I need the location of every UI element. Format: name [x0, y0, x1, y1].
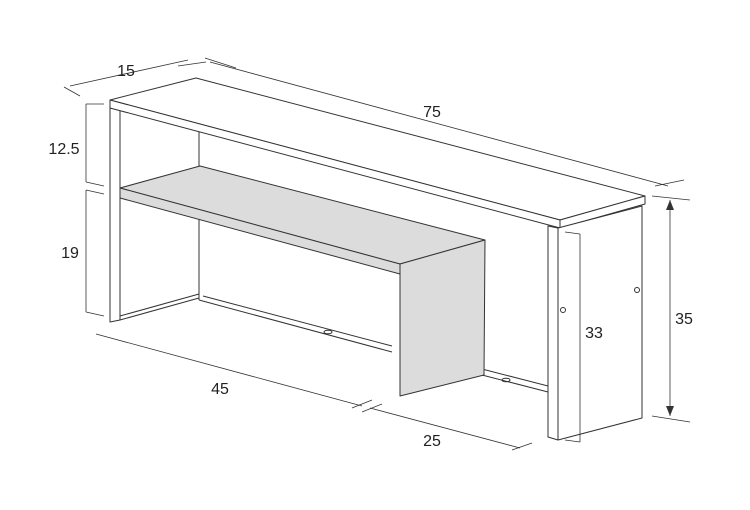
- arrow-up-icon: [666, 200, 674, 210]
- depth-label: 15: [117, 63, 135, 80]
- inner-height-label: 33: [585, 325, 603, 342]
- total-height-label: 35: [675, 311, 693, 328]
- width-label: 75: [423, 104, 441, 121]
- right-side-panel: [547, 205, 643, 441]
- shelf-length-label: 45: [211, 381, 229, 398]
- dimension-labels: 15 75 12.5 19 35 33 45 25: [48, 63, 693, 450]
- lower-gap-label: 19: [61, 245, 79, 262]
- dimension-lines: [63, 57, 691, 451]
- arrow-down-icon: [666, 406, 674, 416]
- left-side-panel: [109, 107, 200, 323]
- upper-gap-label: 12.5: [48, 141, 79, 158]
- shelf-depth-label: 25: [423, 433, 441, 450]
- middle-shelf: [119, 165, 486, 397]
- top-board: [109, 77, 646, 229]
